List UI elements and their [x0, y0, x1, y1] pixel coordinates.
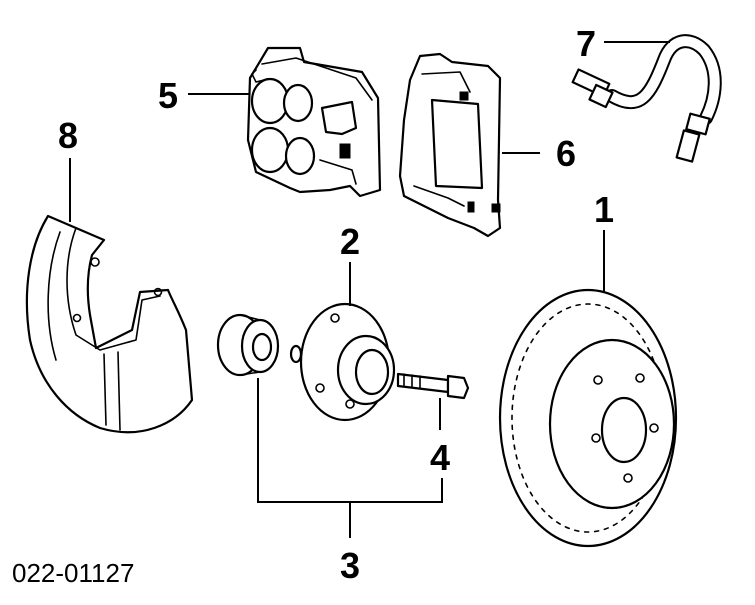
leader-lines	[69, 41, 670, 538]
part-code: 022-01127	[12, 558, 134, 588]
wheel-bearing	[216, 313, 280, 377]
callout-6: 6	[556, 133, 576, 174]
wheel-stud	[396, 372, 470, 400]
callout-7: 7	[576, 23, 596, 64]
callout-5: 5	[158, 75, 178, 116]
brake-rotor	[498, 288, 678, 548]
brake-hose	[571, 34, 722, 163]
callout-1: 1	[594, 189, 614, 230]
caliper-bracket	[398, 52, 502, 238]
callout-8: 8	[58, 115, 78, 156]
splash-shield	[25, 214, 194, 434]
callout-2: 2	[340, 221, 360, 262]
callout-3: 3	[340, 545, 360, 586]
callout-4: 4	[430, 437, 450, 478]
brake-caliper	[246, 46, 382, 198]
wheel-hub	[289, 302, 396, 422]
